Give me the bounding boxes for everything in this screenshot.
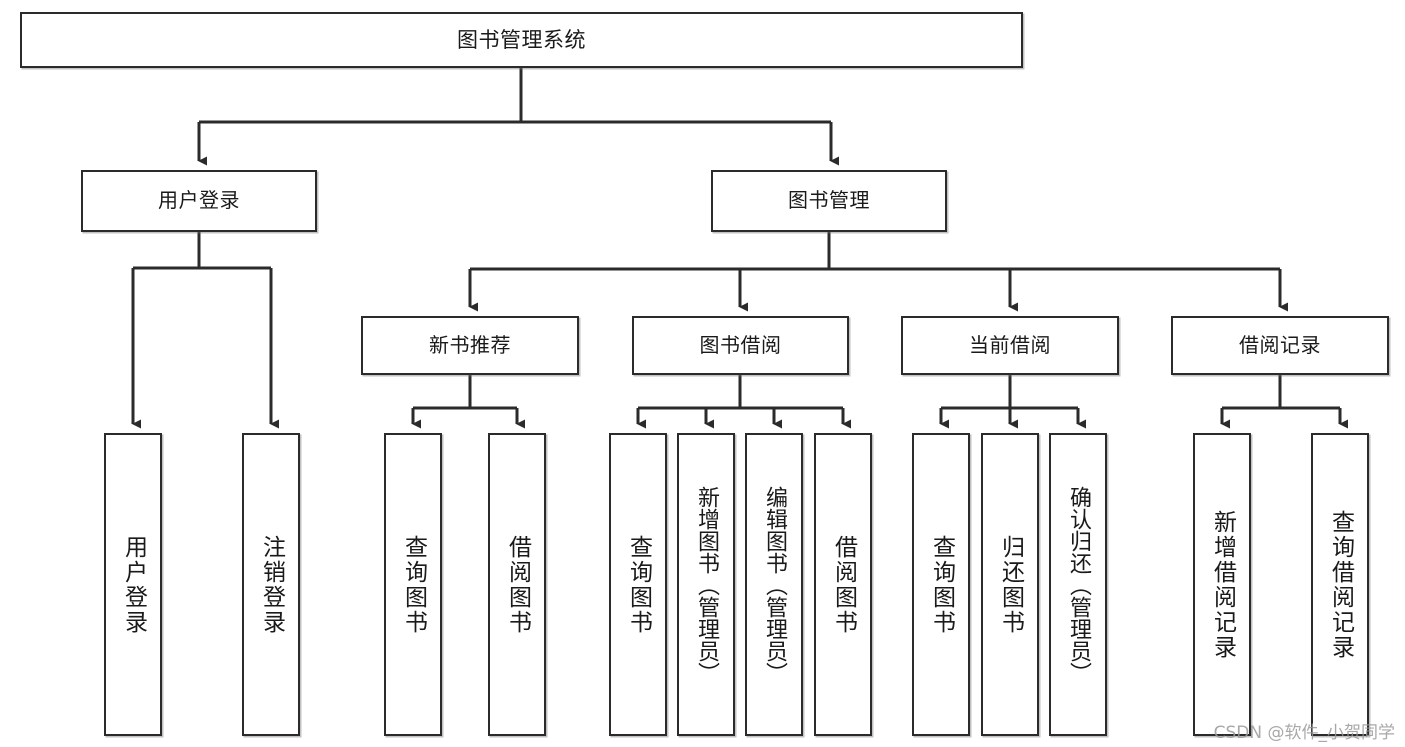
node-current-borrow[interactable]: 当前借阅 <box>901 316 1119 375</box>
leaf-user-login-login[interactable]: 用户登录 <box>104 433 162 736</box>
node-label: 查询图书 <box>625 534 652 635</box>
node-borrow-record[interactable]: 借阅记录 <box>1171 316 1389 375</box>
node-label: 新增借阅记录 <box>1209 509 1236 660</box>
node-label: 借阅记录 <box>1239 332 1321 357</box>
leaf-borrow-add-book-admin[interactable]: 新增图书（管理员） <box>677 433 735 736</box>
node-root-system[interactable]: 图书管理系统 <box>20 12 1023 68</box>
node-new-book-recommend[interactable]: 新书推荐 <box>361 316 579 375</box>
node-label: 归还图书 <box>997 534 1024 635</box>
leaf-record-add-record[interactable]: 新增借阅记录 <box>1193 433 1251 736</box>
leaf-record-query-record[interactable]: 查询借阅记录 <box>1311 433 1369 736</box>
node-label: 用户登录 <box>158 188 240 213</box>
node-label: 查询图书 <box>928 534 955 635</box>
node-label: 新书推荐 <box>429 332 511 357</box>
node-label: 图书管理 <box>788 188 870 213</box>
leaf-recommend-borrow-book[interactable]: 借阅图书 <box>488 433 546 736</box>
node-label: 当前借阅 <box>969 332 1051 357</box>
node-label: 借阅图书 <box>504 534 531 635</box>
node-book-borrow[interactable]: 图书借阅 <box>632 316 849 375</box>
node-label: 查询图书 <box>400 534 427 635</box>
node-label: 用户登录 <box>120 534 147 635</box>
leaf-borrow-borrow-book[interactable]: 借阅图书 <box>814 433 872 736</box>
leaf-current-confirm-return-admin[interactable]: 确认归还（管理员） <box>1049 433 1107 736</box>
node-label: 注销登录 <box>258 534 285 635</box>
leaf-recommend-query-book[interactable]: 查询图书 <box>384 433 442 736</box>
node-label: 确认归还（管理员） <box>1066 485 1091 684</box>
leaf-borrow-query-book[interactable]: 查询图书 <box>609 433 667 736</box>
leaf-current-return-book[interactable]: 归还图书 <box>981 433 1039 736</box>
node-label: 编辑图书（管理员） <box>762 485 787 684</box>
node-label: 查询借阅记录 <box>1327 509 1354 660</box>
node-label: 图书管理系统 <box>457 27 586 52</box>
leaf-user-login-logout[interactable]: 注销登录 <box>242 433 300 736</box>
node-book-management[interactable]: 图书管理 <box>711 170 947 232</box>
node-user-login[interactable]: 用户登录 <box>81 170 317 232</box>
leaf-borrow-edit-book-admin[interactable]: 编辑图书（管理员） <box>745 433 803 736</box>
leaf-current-query-book[interactable]: 查询图书 <box>912 433 970 736</box>
watermark-text: CSDN @软件_小贺同学 <box>1213 723 1395 743</box>
node-label: 借阅图书 <box>830 534 857 635</box>
node-label: 图书借阅 <box>699 332 782 357</box>
node-label: 新增图书（管理员） <box>694 485 719 684</box>
